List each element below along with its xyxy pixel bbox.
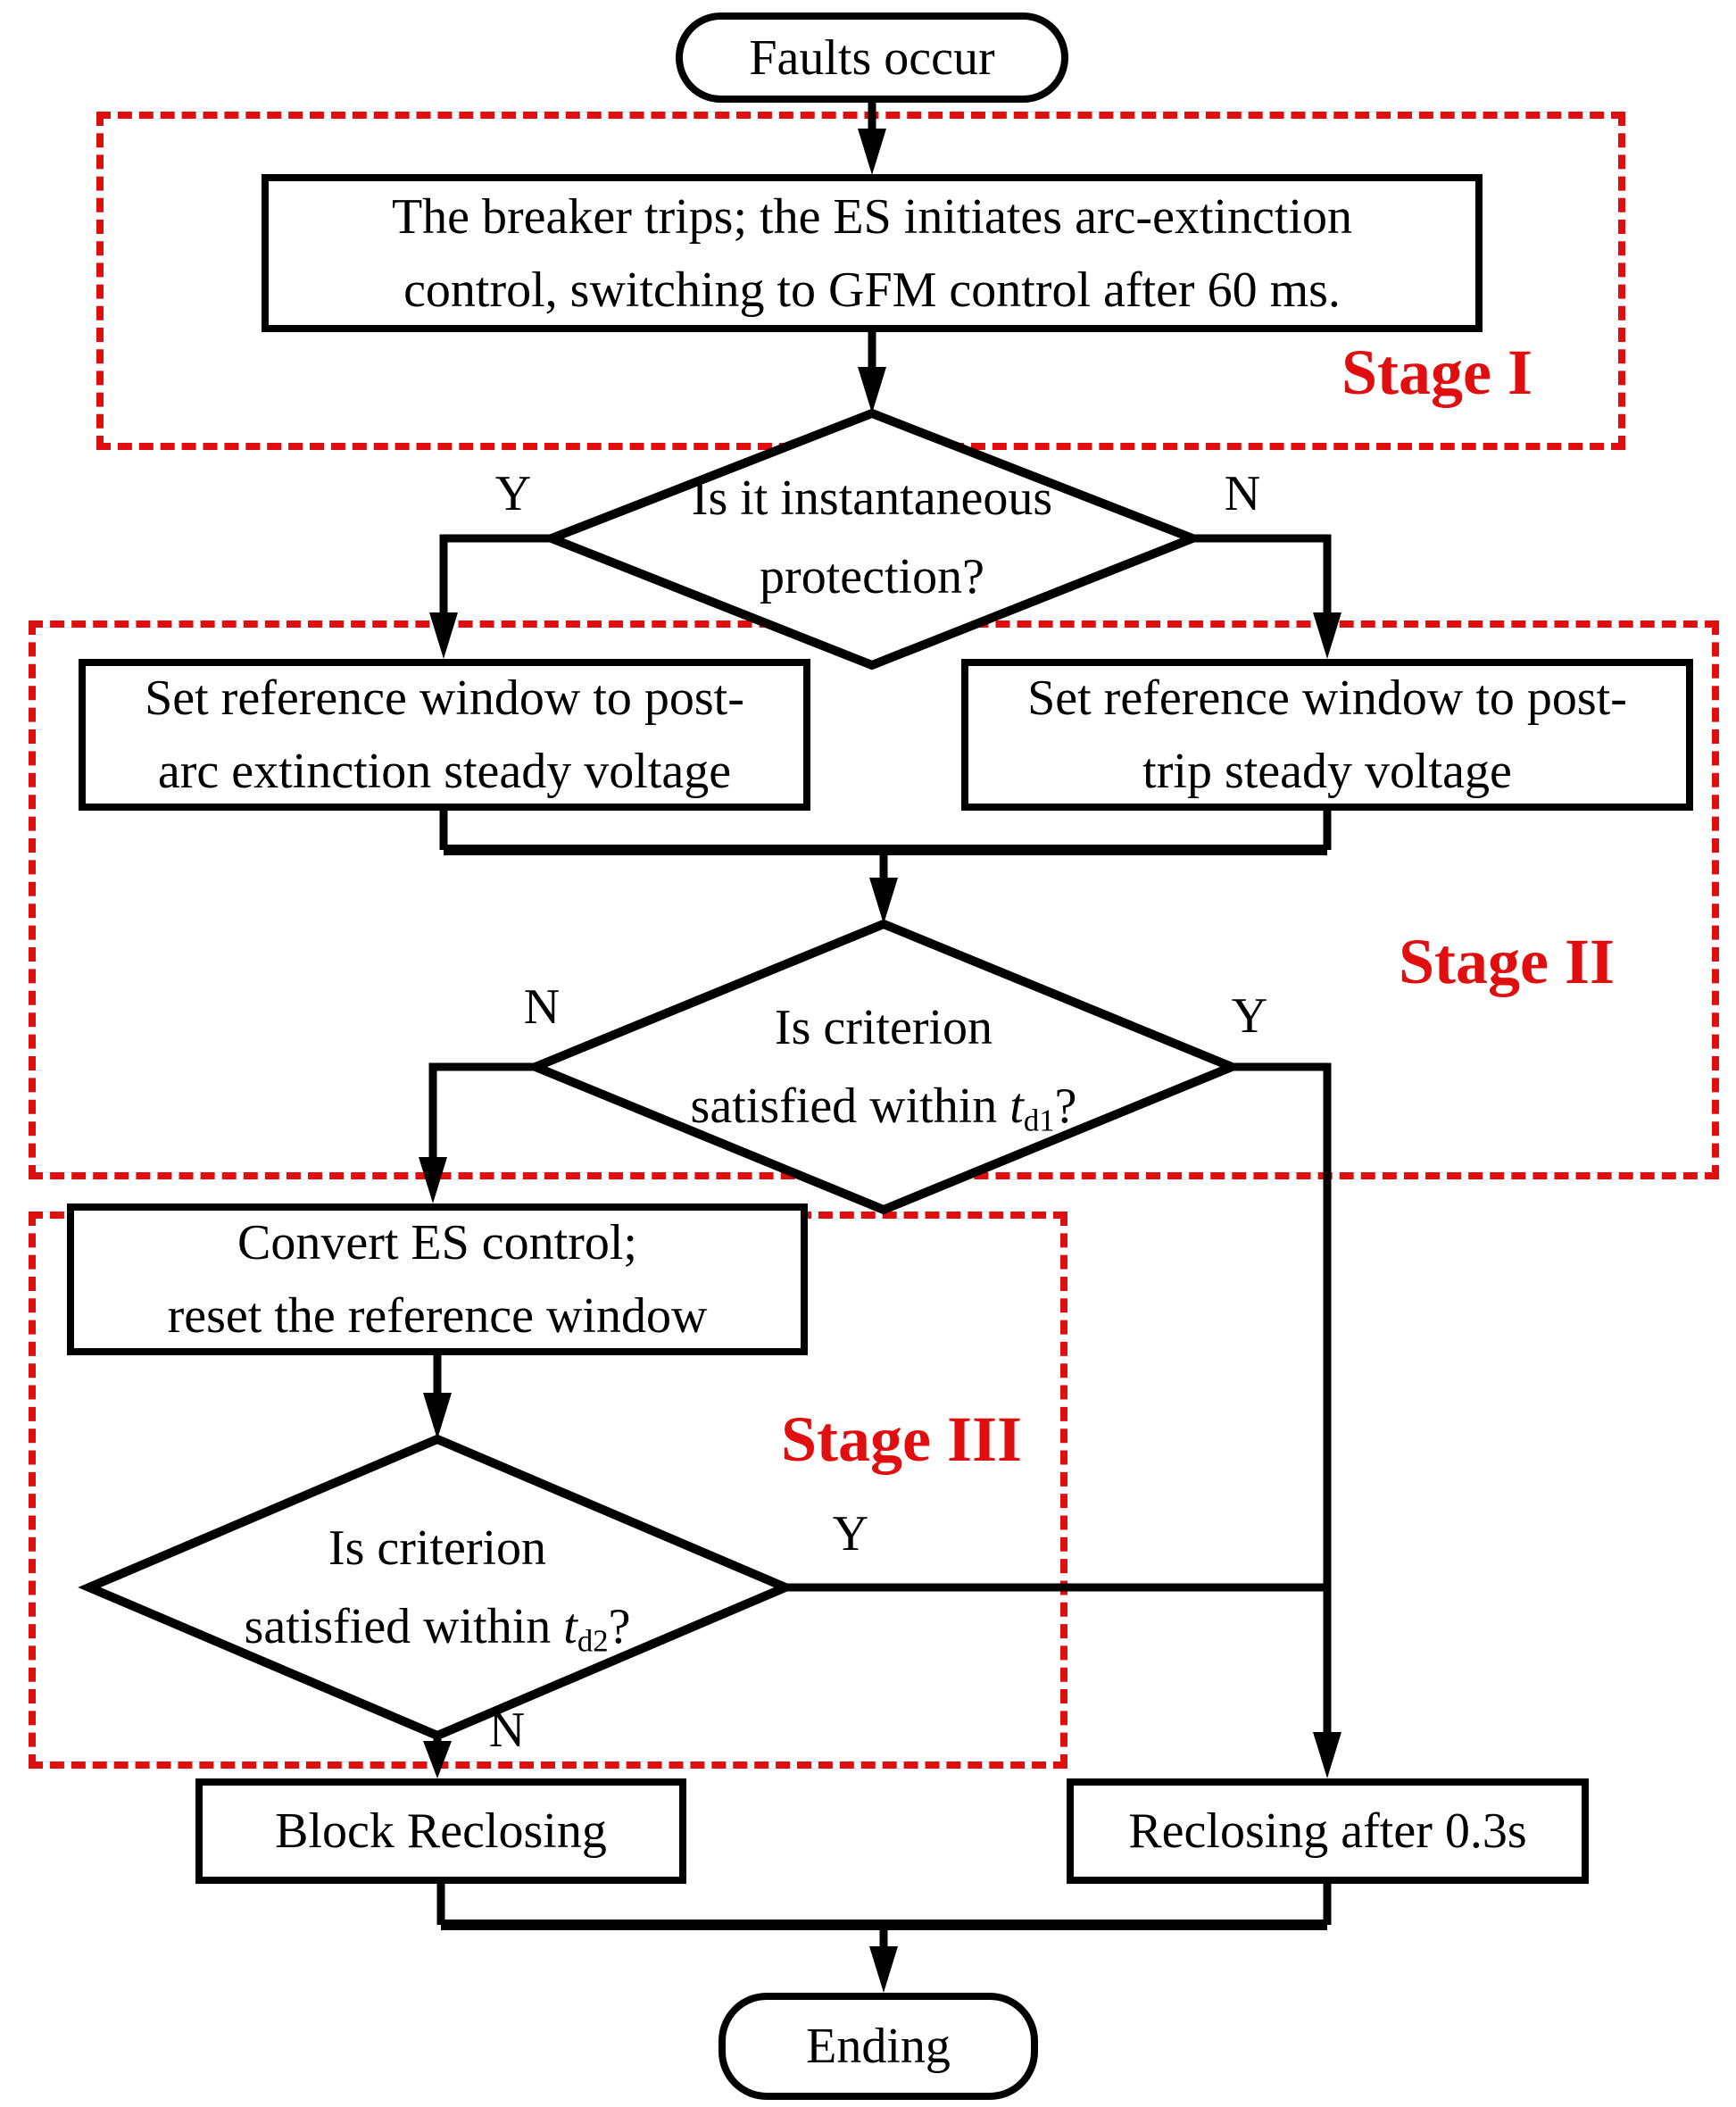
decision3-text: Is criterion satisfied within td2? [245,1509,631,1666]
decision2-line2: satisfied within td1? [691,1067,1077,1145]
arrowhead-into-decision2 [869,878,898,924]
decision1-no-label: N [1224,466,1261,521]
decision1-yes-label: Y [494,466,532,521]
stage3-label: Stage III [780,1403,1023,1475]
decision3-no-label: N [488,1703,526,1758]
arrowhead-into-arcbox [429,612,458,659]
connector-decision1-no [1192,534,1332,616]
decision2-question-mark: ? [1054,1078,1077,1134]
decision3-var-subscript: d2 [577,1623,609,1659]
decision2-line1: Is criterion [774,1000,993,1055]
stage2-label: Stage II [1398,926,1616,997]
reclosing-delay-label: Reclosing after 0.3s [1128,1803,1527,1859]
decision1-diamond [539,408,1205,670]
decision3-line2-prefix: satisfied within [244,1599,564,1654]
set-window-arc-line2: arc extinction steady voltage [157,744,732,799]
arrowhead-into-reclose [1313,1732,1341,1778]
arrowhead-into-end [869,1946,898,1993]
decision3-diamond [78,1434,797,1741]
set-window-trip-line1: Set reference window to post- [1027,670,1627,726]
connector-decision1-yes [439,534,552,616]
arrowhead-into-decision1 [858,367,886,413]
breaker-line2: control, switching to GFM control after … [403,262,1341,318]
decision1-line2: protection? [760,549,984,604]
decision1-line1: Is it instantaneous [691,471,1053,526]
decision2-diamond [523,919,1244,1215]
block-reclosing-box: Block Reclosing [195,1778,686,1884]
start-label: Faults occur [749,29,995,86]
decision3-line1: Is criterion [328,1520,547,1576]
end-terminal: Ending [718,1993,1038,2100]
set-window-trip-line2: trip steady voltage [1142,744,1512,799]
decision2-text: Is criterion satisfied within td1? [691,988,1077,1145]
decision2-no-label: N [523,979,561,1035]
set-window-arc-box: Set reference window to post- arc extinc… [79,659,810,811]
convert-es-line1: Convert ES control; [237,1215,637,1270]
decision2-line2-prefix: satisfied within [690,1078,1010,1134]
decision2-yes-label: Y [1231,988,1268,1044]
arrowhead-into-convert [419,1157,447,1203]
arrowhead-into-breaker [858,129,886,175]
arrowhead-into-decision3 [423,1393,452,1439]
stage1-label: Stage I [1341,337,1532,408]
decision3-yes-label: Y [832,1506,869,1562]
arrowhead-into-tripbox [1313,612,1341,659]
decision2-var-subscript: d1 [1023,1103,1055,1138]
set-window-arc-line1: Set reference window to post- [145,670,744,726]
set-window-trip-box: Set reference window to post- trip stead… [961,659,1693,811]
decision3-var-t: t [563,1599,577,1654]
breaker-process-box: The breaker trips; the ES initiates arc-… [262,174,1483,332]
convert-es-box: Convert ES control; reset the reference … [67,1203,808,1355]
end-label: Ending [806,2019,951,2074]
convert-es-line2: reset the reference window [167,1288,708,1344]
connector-decision2-yes [1232,1062,1332,1735]
breaker-line1: The breaker trips; the ES initiates arc-… [391,188,1353,245]
decision3-line2: satisfied within td2? [245,1587,631,1666]
start-terminal: Faults occur [676,12,1068,103]
block-reclosing-label: Block Reclosing [275,1803,607,1859]
reclosing-delay-box: Reclosing after 0.3s [1067,1778,1589,1884]
decision1-text: Is it instantaneous protection? [692,459,1052,616]
arrowhead-into-block [423,1741,452,1778]
connector-decision2-no [428,1062,536,1161]
decision2-var-t: t [1009,1078,1024,1134]
decision3-question-mark: ? [608,1599,631,1654]
